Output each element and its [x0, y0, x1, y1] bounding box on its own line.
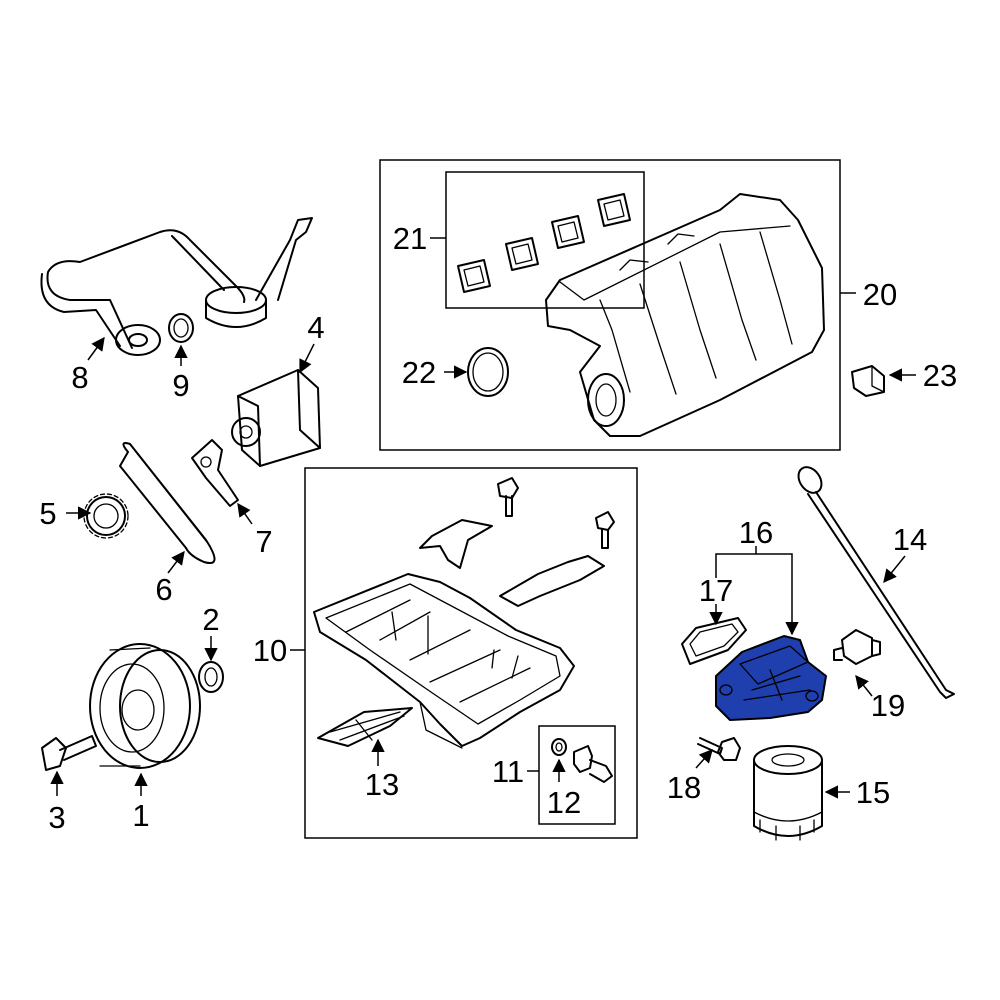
- callout-23: 23: [923, 358, 957, 393]
- callout-11: 11: [492, 754, 524, 789]
- oil-pan-bolt-upper[interactable]: [497, 477, 519, 517]
- part-20-intake-manifold[interactable]: [545, 193, 825, 437]
- callout-1: 1: [132, 798, 149, 833]
- part-16-oil-filter-housing[interactable]: [715, 635, 827, 721]
- part-14-dipstick[interactable]: [794, 463, 955, 699]
- leader-lines: [50, 237, 916, 799]
- part-23-sensor[interactable]: [851, 365, 885, 397]
- part-2-washer[interactable]: [198, 661, 224, 693]
- part-6-timing-chain[interactable]: [119, 442, 216, 564]
- callout-6: 6: [155, 572, 172, 607]
- callout-10: 10: [253, 633, 287, 668]
- part-10-oil-pan[interactable]: [313, 573, 575, 749]
- gasket-subgroup-box: [445, 171, 645, 309]
- part-1-crankshaft-pulley[interactable]: [89, 643, 201, 769]
- part-11-drain-plug[interactable]: [573, 745, 613, 783]
- part-13-heat-shield[interactable]: [317, 707, 413, 747]
- part-15-oil-filter[interactable]: [753, 745, 823, 841]
- part-7-chain-tensioner[interactable]: [191, 439, 239, 507]
- callout-19: 19: [871, 688, 905, 723]
- callout-13: 13: [365, 767, 399, 802]
- part-12-drain-washer[interactable]: [551, 738, 567, 756]
- callout-16: 16: [739, 515, 773, 550]
- callout-17: 17: [699, 573, 733, 608]
- part-8-oil-pickup-tube[interactable]: [40, 217, 313, 356]
- part-3-pulley-bolt[interactable]: [41, 735, 97, 771]
- oil-pan-baffle-bracket[interactable]: [419, 519, 493, 569]
- callout-15: 15: [856, 775, 890, 810]
- intake-group-box: [379, 159, 841, 451]
- callout-21: 21: [393, 221, 427, 256]
- drain-plug-group-box: [538, 725, 616, 825]
- part-19-oil-pressure-sensor[interactable]: [833, 629, 881, 665]
- callout-8: 8: [71, 360, 88, 395]
- callout-22: 22: [402, 355, 436, 390]
- callout-12: 12: [547, 785, 581, 820]
- callout-labels: 1 2 3 4 5 6 7 8 9 10 11 12 13 14 15 16 1…: [39, 221, 957, 835]
- callout-20: 20: [863, 277, 897, 312]
- callout-7: 7: [255, 524, 272, 559]
- part-5-sprocket[interactable]: [83, 493, 129, 539]
- part-18-housing-bolt[interactable]: [697, 737, 741, 761]
- callout-14: 14: [893, 522, 927, 557]
- callout-3: 3: [48, 800, 65, 835]
- oil-pan-windage-plate[interactable]: [499, 555, 605, 607]
- callout-9: 9: [172, 368, 189, 403]
- callout-2: 2: [202, 602, 219, 637]
- callout-4: 4: [307, 310, 324, 345]
- part-4-oil-pump[interactable]: [231, 369, 321, 467]
- oil-pan-bolt-right[interactable]: [595, 511, 615, 549]
- callout-18: 18: [667, 770, 701, 805]
- part-9-o-ring[interactable]: [168, 313, 194, 343]
- callout-5: 5: [39, 496, 56, 531]
- part-17-gasket[interactable]: [681, 617, 747, 665]
- part-22-throttle-gasket[interactable]: [467, 347, 509, 397]
- part-21-intake-gaskets[interactable]: [457, 193, 631, 293]
- oil-pan-group-box: [304, 467, 638, 839]
